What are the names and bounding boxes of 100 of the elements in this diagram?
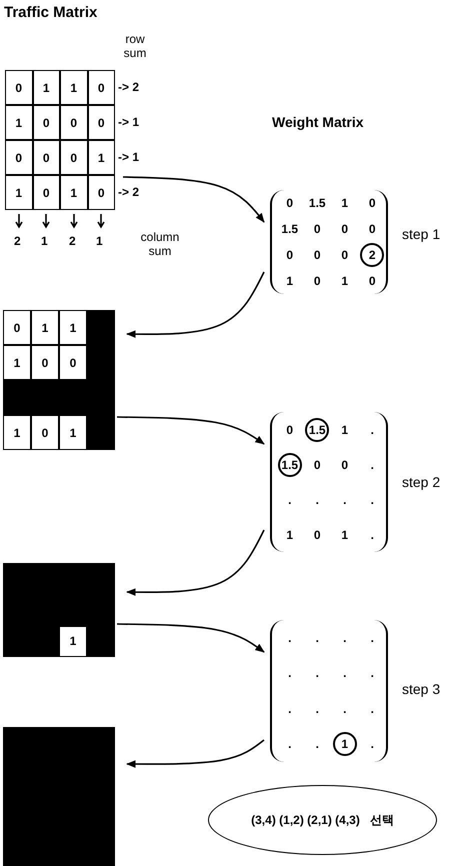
- matrix-title: Traffic Matrix: [4, 4, 98, 21]
- matrix-cell: 1: [88, 140, 115, 175]
- matrix-cell: 0: [60, 140, 88, 175]
- matrix-title: Weight Matrix: [272, 114, 364, 130]
- traffic-matrix: [3, 563, 115, 657]
- matrix-entry: .: [342, 700, 348, 718]
- matrix-entry: .: [314, 736, 320, 754]
- result-ellipse: [208, 785, 437, 855]
- column-sum: 1: [41, 234, 48, 248]
- axis-caption: row sum: [122, 32, 148, 60]
- matrix-cell: 0: [60, 105, 88, 140]
- curved-arrow: [117, 623, 265, 653]
- curved-arrow: [122, 176, 265, 223]
- matrix-entry: .: [287, 736, 292, 754]
- row-sum: -> 2: [118, 80, 140, 94]
- matrix-entry: .: [287, 630, 292, 647]
- matrix-entry: 1: [285, 273, 294, 290]
- matrix-cell: 0: [3, 310, 31, 345]
- matrix-cell: 0: [31, 415, 59, 450]
- matrix-entry: .: [370, 492, 375, 508]
- matrix-entry: 1: [340, 526, 350, 544]
- matrix-entry: 0: [285, 422, 294, 438]
- matrix-cell: 0: [88, 105, 115, 140]
- matrix-cell: 0: [5, 140, 32, 175]
- matrix-entry: 1: [285, 526, 294, 544]
- step-label: step 1: [402, 226, 440, 242]
- circled-entry: 1: [332, 732, 357, 756]
- matrix-entry: 1.5: [308, 195, 327, 212]
- matrix-cell: 1: [5, 175, 32, 210]
- matrix-cell: 1: [31, 310, 59, 345]
- circled-entry: 2: [360, 243, 384, 267]
- matrix-entry: .: [287, 700, 292, 718]
- matrix-cell: 0: [88, 175, 115, 210]
- matrix-cell: 0: [88, 70, 115, 105]
- matrix-entry: .: [314, 492, 320, 508]
- weight-matrix: [270, 412, 388, 552]
- matrix-entry: 0: [368, 195, 377, 212]
- matrix-entry: 0: [368, 273, 377, 290]
- matrix-cell: 1: [60, 175, 88, 210]
- matrix-entry: .: [370, 665, 375, 682]
- traffic-matrix: [5, 70, 115, 210]
- matrix-entry: .: [370, 526, 375, 544]
- matrix-cell: 0: [5, 70, 32, 105]
- matrix-cell: 0: [32, 105, 60, 140]
- matrix-entry: .: [287, 665, 292, 682]
- curved-arrow: [126, 530, 265, 596]
- matrix-entry: 0: [312, 221, 322, 238]
- column-sum: 2: [69, 234, 76, 248]
- matrix-entry: .: [370, 700, 375, 718]
- matrix-entry: .: [314, 630, 320, 647]
- matrix-entry: 0: [285, 195, 294, 212]
- row-sum: -> 2: [118, 185, 140, 199]
- matrix-entry: .: [342, 630, 348, 647]
- curved-arrow: [117, 416, 265, 445]
- matrix-entry: 0: [368, 221, 377, 238]
- matrix-entry: 0: [340, 247, 350, 264]
- matrix-entry: .: [314, 665, 320, 682]
- step-label: step 2: [402, 474, 440, 490]
- masked-matrix: [3, 727, 115, 866]
- matrix-entry: .: [342, 492, 348, 508]
- matrix-entry: 0: [312, 247, 322, 264]
- matrix-entry: 0: [340, 456, 350, 474]
- matrix-cell: 0: [59, 345, 87, 380]
- matrix-cell: 1: [3, 415, 31, 450]
- matrix-entry: .: [314, 700, 320, 718]
- step-label: step 3: [402, 681, 440, 697]
- matrix-entry: 1.5: [280, 221, 300, 238]
- column-sum: 2: [14, 234, 21, 248]
- matrix-entry: .: [370, 422, 375, 438]
- axis-caption: column sum: [140, 230, 180, 258]
- matrix-cell: 1: [32, 70, 60, 105]
- column-sum: 1: [96, 234, 103, 248]
- curved-arrow: [126, 739, 264, 768]
- matrix-cell: 0: [32, 140, 60, 175]
- matrix-entry: 0: [312, 273, 322, 290]
- matrix-cell: 1: [59, 310, 87, 345]
- traffic-matrix: [3, 310, 115, 450]
- curved-arrow: [126, 272, 265, 338]
- row-sum: -> 1: [118, 115, 140, 129]
- matrix-cell: 1: [59, 415, 87, 450]
- matrix-entry: .: [370, 630, 375, 647]
- weight-matrix: [270, 620, 388, 762]
- matrix-entry: 1: [340, 195, 350, 212]
- circled-entry: 1.5: [305, 418, 330, 442]
- matrix-cell: 1: [5, 105, 32, 140]
- matrix-cell: 0: [31, 345, 59, 380]
- matrix-cell: 0: [32, 175, 60, 210]
- matrix-entry: 0: [312, 456, 322, 474]
- matrix-cell: 1: [59, 626, 87, 657]
- weight-matrix: [270, 190, 388, 294]
- matrix-cell: 1: [60, 70, 88, 105]
- matrix-cell: 1: [3, 345, 31, 380]
- result-text: (3,4) (1,2) (2,1) (4,3) 선택: [251, 812, 394, 828]
- row-sum: -> 1: [118, 150, 140, 164]
- matrix-entry: 0: [312, 526, 322, 544]
- matrix-entry: .: [370, 456, 375, 474]
- matrix-entry: .: [287, 492, 292, 508]
- circled-entry: 1.5: [278, 452, 302, 476]
- matrix-entry: 0: [340, 221, 350, 238]
- matrix-entry: .: [342, 665, 348, 682]
